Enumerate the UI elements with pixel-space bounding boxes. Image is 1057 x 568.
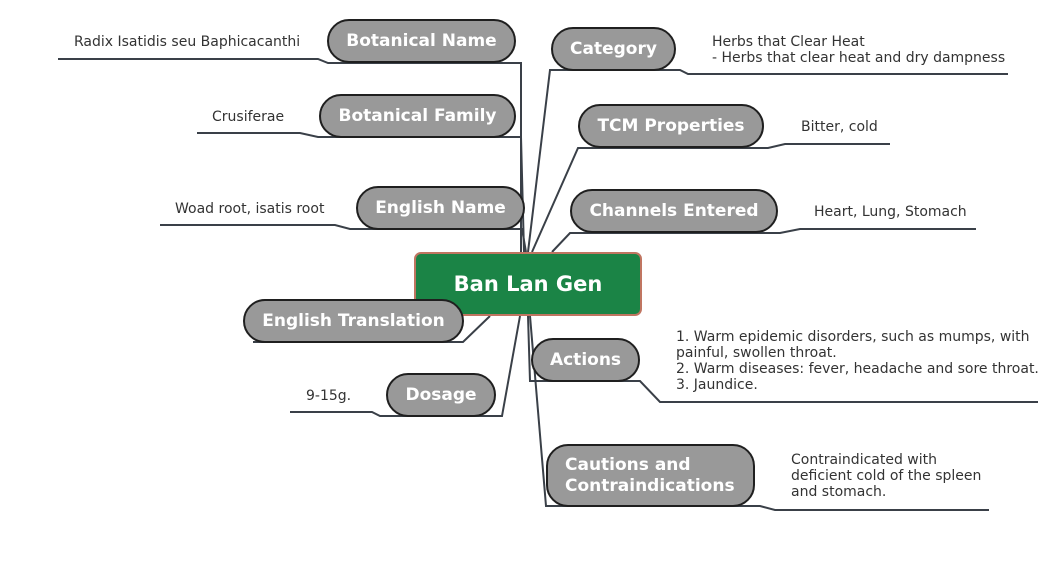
- node-botanical-name[interactable]: Botanical Name: [327, 19, 516, 63]
- link-botanical-family: [197, 132, 525, 253]
- leaf-actions: 1. Warm epidemic disorders, such as mump…: [676, 329, 1039, 393]
- leaf-channels-entered: Heart, Lung, Stomach: [814, 204, 967, 220]
- center-node[interactable]: Ban Lan Gen: [414, 252, 642, 316]
- leaf-english-name: Woad root, isatis root: [175, 201, 325, 217]
- node-channels-entered[interactable]: Channels Entered: [570, 189, 778, 233]
- link-cautions: [529, 315, 989, 511]
- node-tcm-properties[interactable]: TCM Properties: [578, 104, 764, 148]
- node-actions[interactable]: Actions: [531, 338, 640, 382]
- leaf-tcm-properties: Bitter, cold: [801, 119, 878, 135]
- link-channels-entered: [551, 228, 976, 253]
- leaf-dosage: 9-15g.: [306, 388, 352, 404]
- leaf-botanical-name: Radix Isatidis seu Baphicacanthi: [74, 34, 301, 50]
- node-english-translation[interactable]: English Translation: [243, 299, 464, 343]
- link-english-name: [160, 224, 527, 253]
- link-actions: [527, 315, 1038, 403]
- link-category: [527, 69, 1008, 253]
- leaf-cautions: Contraindicated with deficient cold of t…: [791, 452, 982, 500]
- leaf-botanical-family: Crusiferae: [212, 109, 285, 125]
- node-botanical-family[interactable]: Botanical Family: [319, 94, 516, 138]
- link-botanical-name: [58, 58, 522, 252]
- link-dosage: [290, 315, 521, 417]
- node-cautions[interactable]: Cautions and Contraindications: [546, 444, 755, 507]
- node-category[interactable]: Category: [551, 27, 676, 71]
- leaf-category: Herbs that Clear Heat - Herbs that clear…: [712, 34, 1006, 66]
- node-english-name[interactable]: English Name: [356, 186, 525, 230]
- link-tcm-properties: [531, 143, 890, 253]
- node-dosage[interactable]: Dosage: [386, 373, 496, 417]
